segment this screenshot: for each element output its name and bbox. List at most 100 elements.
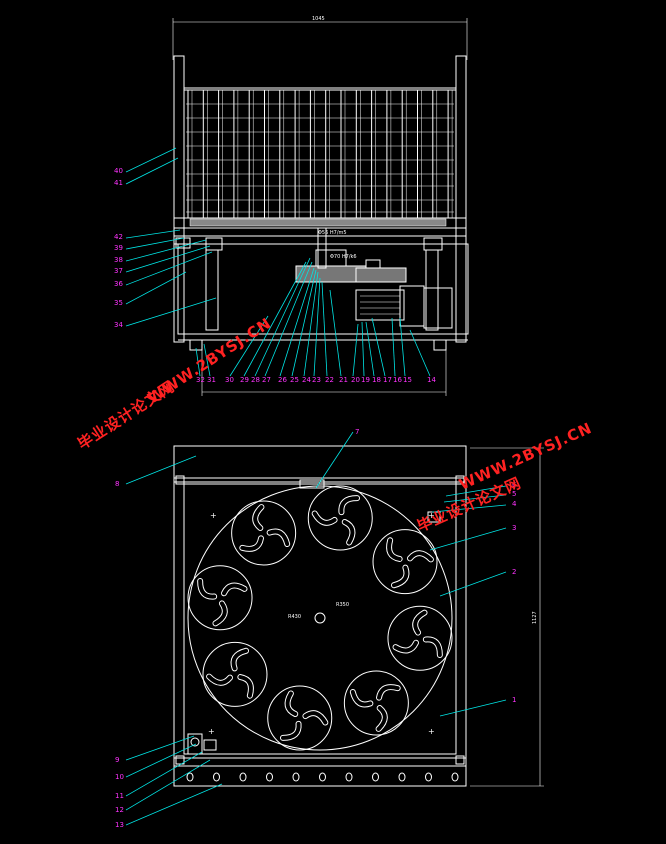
leader-line bbox=[125, 735, 195, 761]
part-label-37: 37 bbox=[114, 267, 123, 275]
tray-slot-inner bbox=[350, 689, 373, 707]
leader-line bbox=[352, 323, 359, 377]
tray-circle bbox=[343, 670, 409, 736]
tray-slot-inner bbox=[280, 721, 301, 740]
tray-plate bbox=[202, 641, 268, 707]
mounting-hole bbox=[213, 772, 220, 782]
tray-slot-inner bbox=[253, 505, 264, 530]
part-label-5: 5 bbox=[512, 490, 516, 498]
front-view bbox=[172, 18, 469, 396]
tray-slot-inner bbox=[303, 711, 328, 725]
tray-slot-inner bbox=[213, 601, 227, 626]
leader-lines bbox=[125, 147, 507, 826]
tray-slot-inner bbox=[413, 610, 427, 635]
part-label-14: 14 bbox=[427, 376, 436, 384]
tray-slot-inner bbox=[377, 685, 400, 700]
mounting-hole bbox=[425, 772, 432, 782]
leader-line bbox=[264, 261, 313, 377]
mounting-hole bbox=[292, 772, 300, 782]
part-label-31: 31 bbox=[207, 376, 216, 384]
tray-circle bbox=[372, 529, 438, 595]
part-label-29: 29 bbox=[240, 376, 249, 384]
part-label-21: 21 bbox=[339, 376, 348, 384]
leader-line bbox=[399, 317, 406, 377]
leader-line bbox=[125, 759, 211, 811]
tray-slot-inner bbox=[376, 706, 387, 731]
tray-plate bbox=[187, 565, 253, 631]
leader-line bbox=[371, 317, 386, 377]
tray-slot-inner bbox=[285, 691, 298, 716]
part-label-28: 28 bbox=[251, 376, 260, 384]
part-label-17: 17 bbox=[383, 376, 392, 384]
inner-radius-dimension: R350 bbox=[336, 602, 349, 608]
plan-view: + + + + bbox=[173, 445, 544, 787]
svg-text:+: + bbox=[210, 511, 217, 520]
part-label-25: 25 bbox=[290, 376, 299, 384]
leader-line bbox=[291, 269, 317, 377]
part-label-24: 24 bbox=[302, 376, 311, 384]
tray-circle bbox=[387, 605, 453, 671]
svg-text:+: + bbox=[208, 727, 215, 736]
leader-line bbox=[443, 494, 507, 503]
leader-line bbox=[125, 455, 197, 485]
leader-line bbox=[431, 504, 507, 513]
part-label-36: 36 bbox=[114, 280, 123, 288]
tray-slot-inner bbox=[198, 578, 217, 599]
tray-plate bbox=[372, 529, 438, 595]
part-label-40: 40 bbox=[114, 167, 123, 175]
tray-circle bbox=[202, 641, 268, 707]
leader-line bbox=[303, 271, 319, 377]
part-label-23: 23 bbox=[312, 376, 321, 384]
leader-line bbox=[125, 245, 211, 273]
leader-line bbox=[315, 431, 354, 489]
part-label-26: 26 bbox=[278, 376, 287, 384]
leader-line bbox=[439, 571, 507, 597]
leader-line bbox=[279, 267, 315, 377]
tray-plate bbox=[387, 605, 453, 671]
part-label-19: 19 bbox=[361, 376, 370, 384]
tray-slot-inner bbox=[423, 637, 442, 658]
part-label-39: 39 bbox=[114, 244, 123, 252]
tray-slot-inner bbox=[408, 551, 433, 562]
leader-line bbox=[125, 251, 213, 286]
part-label-6: 6 bbox=[512, 481, 517, 489]
leader-line bbox=[125, 229, 181, 239]
leader-line bbox=[329, 289, 342, 377]
leader-line bbox=[321, 281, 328, 377]
tray-slot-inner bbox=[393, 640, 418, 653]
width-dimension: 1045 bbox=[312, 16, 325, 22]
part-label-42: 42 bbox=[114, 233, 123, 241]
part-label-7: 7 bbox=[355, 428, 359, 436]
part-label-3: 3 bbox=[512, 524, 516, 532]
leader-line bbox=[125, 237, 185, 250]
part-label-16: 16 bbox=[393, 376, 402, 384]
mounting-hole bbox=[451, 772, 459, 782]
tray-slot-inner bbox=[387, 538, 402, 561]
leader-line bbox=[445, 485, 507, 497]
tray-circle bbox=[187, 565, 253, 631]
part-labels: 40 41 42 39 38 37 36 35 34 32 31 30 29 2… bbox=[114, 167, 517, 829]
leader-line bbox=[203, 343, 211, 377]
part-label-35: 35 bbox=[114, 299, 123, 307]
hub-fit-dimension: Φ70 H7/k6 bbox=[330, 254, 357, 260]
part-label-34: 34 bbox=[114, 321, 123, 329]
tray-slot-inner bbox=[391, 565, 409, 588]
part-label-9: 9 bbox=[115, 756, 119, 764]
leader-line bbox=[429, 527, 507, 551]
mounting-hole bbox=[398, 772, 406, 782]
part-label-10: 10 bbox=[115, 773, 124, 781]
tray-slot-inner bbox=[267, 529, 290, 547]
part-label-30: 30 bbox=[225, 376, 234, 384]
mounting-hole bbox=[239, 772, 247, 782]
part-label-22: 22 bbox=[325, 376, 334, 384]
part-label-27: 27 bbox=[262, 376, 271, 384]
watermark-url-2: WWW.2BYSJ.CN bbox=[456, 419, 595, 494]
tray-slot-inner bbox=[342, 520, 355, 545]
mounting-hole bbox=[319, 772, 326, 782]
tray-circle bbox=[267, 685, 333, 751]
pitch-radius-dimension: R430 bbox=[288, 614, 301, 620]
leader-line bbox=[439, 699, 507, 717]
part-label-4: 4 bbox=[512, 500, 517, 508]
